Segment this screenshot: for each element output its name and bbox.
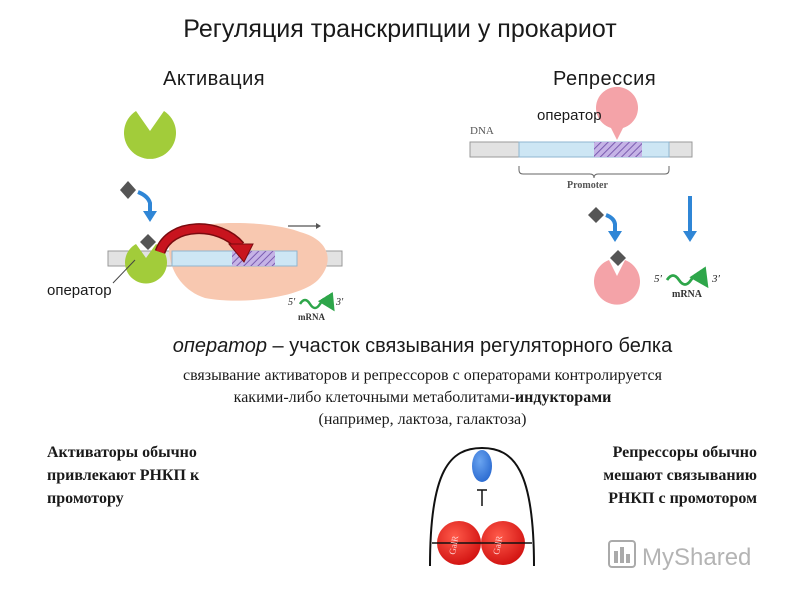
repressors-note: Репрессоры обычно мешают связыванию РНКП… bbox=[603, 441, 757, 510]
paragraph-line-2: какими-либо клеточными метаболитами-инду… bbox=[0, 389, 800, 407]
mrna-squiggle-right bbox=[665, 266, 709, 289]
activators-note: Активаторы обычно привлекают РНКП к пром… bbox=[47, 441, 199, 510]
activator-protein-free bbox=[123, 111, 176, 159]
activator-protein-bound bbox=[125, 244, 167, 284]
repressors-note-line: РНКП с промотором bbox=[608, 490, 757, 507]
repressors-note-line: мешают связыванию bbox=[603, 467, 757, 484]
five-prime-label-right: 5′ bbox=[654, 273, 663, 285]
paragraph-line-3: (например, лактоза, галактоза) bbox=[318, 411, 527, 428]
repressors-note-line: Репрессоры обычно bbox=[612, 444, 757, 461]
promoter-label: Promoter bbox=[567, 180, 608, 191]
paragraph-line-1: связывание активаторов и репрессоров с о… bbox=[182, 367, 662, 384]
paragraph-line-2-bold: индукторами bbox=[514, 389, 612, 406]
repressor-protein-free bbox=[594, 260, 640, 305]
operator-definition: оператор – участок связывания регуляторн… bbox=[0, 335, 800, 358]
mrna-label-right: mRNA bbox=[672, 289, 703, 300]
watermark-text: MyShared bbox=[642, 544, 751, 571]
dna-label: DNA bbox=[470, 125, 494, 137]
operator-site-repression bbox=[594, 142, 642, 157]
inducer-diamond bbox=[120, 181, 136, 199]
section-repression: Репрессия bbox=[553, 68, 657, 90]
watermark-logo: MyShared bbox=[608, 540, 751, 571]
mrna-label-left: mRNA bbox=[298, 312, 325, 322]
definition-term: оператор bbox=[172, 335, 267, 357]
loop-binding-protein bbox=[472, 450, 492, 482]
activators-note-line: промотору bbox=[47, 490, 124, 507]
mrna-squiggle-left bbox=[298, 291, 335, 312]
activation-arrow bbox=[137, 190, 152, 212]
activators-note-line: Активаторы обычно bbox=[47, 444, 197, 461]
activators-note-line: привлекают РНКП к bbox=[47, 467, 200, 484]
three-prime-label-left: 3′ bbox=[335, 297, 344, 308]
inducer-diamond-repression bbox=[588, 207, 604, 223]
operator-label-repression: оператор bbox=[537, 107, 602, 124]
operator-label-activation: оператор bbox=[47, 282, 112, 299]
promoter-bracket bbox=[518, 166, 670, 179]
dna-loop bbox=[429, 446, 535, 567]
paragraph-line-2-normal: какими-либо клеточными метаболитами- bbox=[233, 389, 515, 406]
page-title: Регуляция транскрипции у прокариот bbox=[183, 15, 617, 43]
repressor-protein-bound bbox=[596, 86, 638, 140]
galr-label-left: GalR bbox=[447, 535, 460, 555]
galr-label-right: GalR bbox=[491, 535, 504, 555]
five-prime-label-left: 5′ bbox=[288, 297, 296, 308]
section-activation: Активация bbox=[163, 68, 266, 90]
three-prime-label-right: 3′ bbox=[711, 273, 721, 285]
definition-rest: – участок связывания регуляторного белка bbox=[266, 335, 673, 357]
repression-arrow-left bbox=[605, 213, 617, 232]
